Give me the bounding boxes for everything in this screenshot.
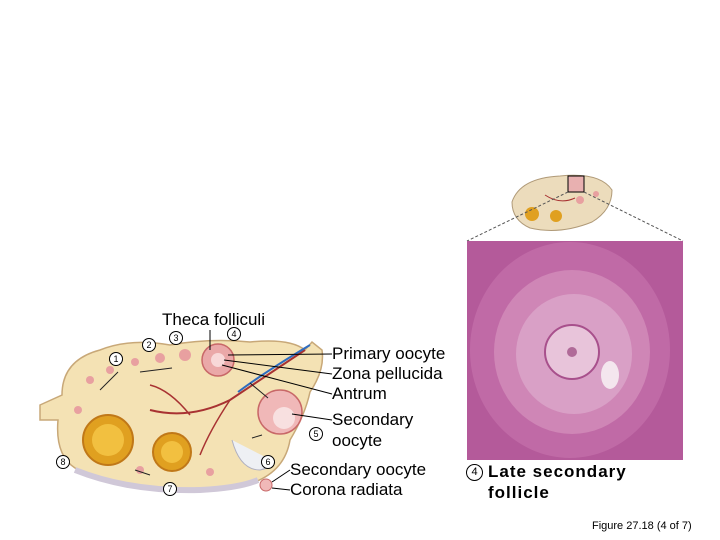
label-antrum: Antrum: [332, 384, 387, 403]
micrograph-title-line2: follicle: [488, 483, 550, 502]
label-secondary-oocyte-line2: oocyte: [332, 431, 383, 450]
micrograph-title-line1: Late secondary: [488, 462, 627, 481]
label-secondary-oocyte-b: Secondary oocyte: [290, 460, 427, 479]
stage-marker-2: 2: [142, 338, 156, 352]
label-corona-radiata: Corona radiata: [290, 480, 403, 499]
micrograph-marker: 4: [466, 464, 483, 481]
stage-marker-4: 4: [227, 327, 241, 341]
zoom-line-right: [583, 191, 684, 242]
stage-marker-8: 8: [56, 455, 70, 469]
label-primary-oocyte: Primary oocyte: [332, 344, 446, 363]
zoom-line-left: [466, 191, 569, 242]
label-zona-pellucida: Zona pellucida: [332, 364, 443, 383]
label-theca-folliculi: Theca folliculi: [162, 310, 265, 329]
stage-marker-7: 7: [163, 482, 177, 496]
stage-marker-5: 5: [309, 427, 323, 441]
stage-marker-6: 6: [261, 455, 275, 469]
leader-lines: [209, 330, 333, 491]
label-secondary-oocyte-line1: Secondary: [332, 410, 414, 429]
ovary-cross-section: [39, 339, 324, 494]
figure-caption: Figure 27.18 (4 of 7): [592, 520, 692, 532]
stage-marker-3: 3: [169, 331, 183, 345]
micrograph-image: [467, 241, 683, 460]
stage-marker-1: 1: [109, 352, 123, 366]
inset-ovary: [511, 174, 613, 231]
inset-highlight-box: [567, 175, 585, 193]
